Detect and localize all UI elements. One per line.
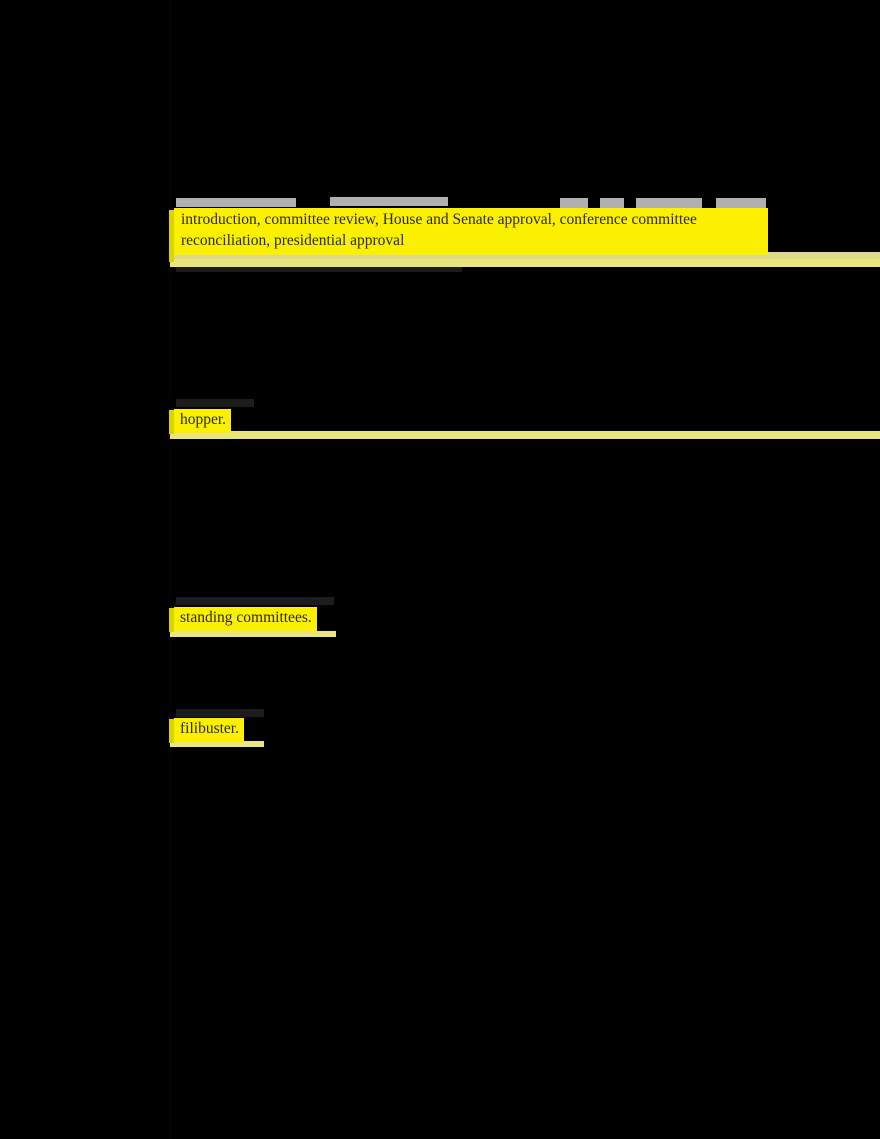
ghost-text-line: [176, 198, 296, 207]
marker-stroke-cap: [169, 410, 174, 434]
highlight-band: [170, 431, 880, 439]
marker-stroke-cap: [169, 608, 174, 632]
highlight-band: [170, 252, 880, 259]
ghost-text-line: [716, 198, 766, 209]
ghost-text-line: [176, 597, 334, 605]
page-left-seam: [170, 0, 171, 1139]
ghost-text-line: [600, 198, 624, 209]
ghost-text-line: [636, 198, 702, 209]
marker-stroke-cap: [169, 210, 174, 262]
highlight-band: [170, 741, 264, 747]
ghost-text-line: [560, 198, 588, 209]
ghost-text-line: [176, 709, 264, 717]
highlight-standing-committees-term: standing committees.: [174, 607, 317, 631]
marker-stroke-cap: [169, 719, 174, 743]
highlight-hopper-term: hopper.: [174, 409, 232, 433]
highlight-band: [170, 631, 336, 637]
highlight-filibuster-term: filibuster.: [174, 718, 244, 742]
highlight-legislative-process-steps: introduction, committee review, House an…: [174, 208, 768, 255]
ghost-text-line: [176, 399, 254, 407]
ghost-text-line: [176, 262, 462, 272]
highlight-band: [170, 259, 880, 267]
ghost-text-line: [330, 197, 448, 206]
